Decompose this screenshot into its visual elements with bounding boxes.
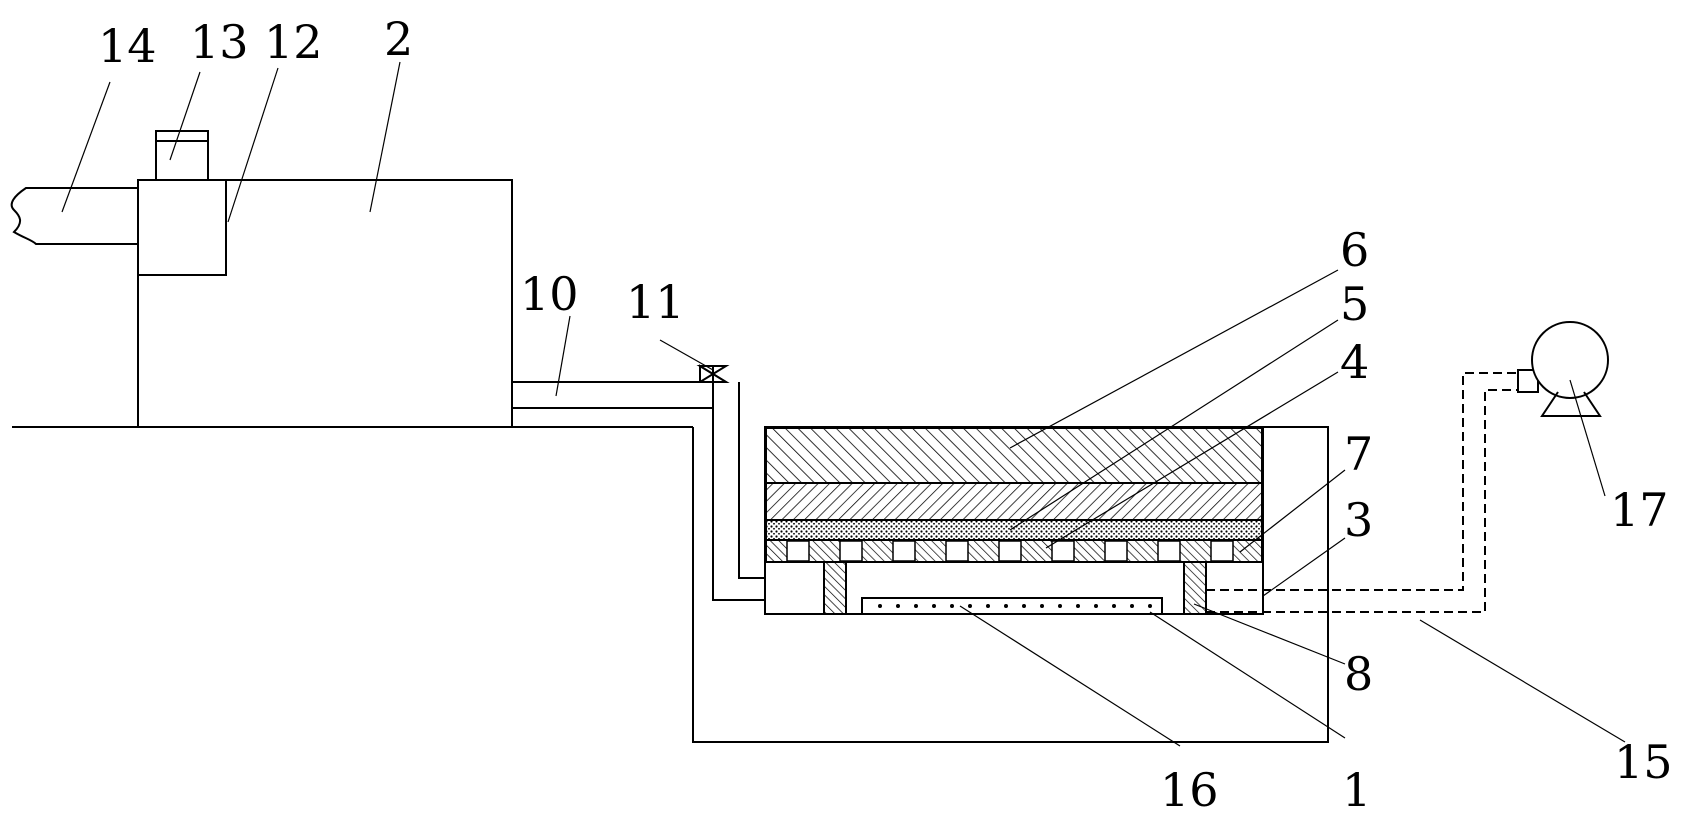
blower-17 [1531,321,1609,399]
label-12: 12 [264,15,323,69]
blower-base [1540,391,1602,417]
cap-13 [155,130,209,181]
filter-box-12 [137,179,227,276]
label-7: 7 [1344,427,1373,481]
layer-5 [765,482,1263,521]
tank-2 [137,179,513,428]
down-pipe-outer [712,382,765,601]
layer-4 [765,519,1263,541]
label-17: 17 [1610,483,1669,537]
aeration-pipe-16 [861,597,1163,615]
label-11: 11 [626,275,685,329]
label-1: 1 [1342,763,1371,814]
label-3: 3 [1344,493,1373,547]
label-2: 2 [384,12,413,66]
down-pipe-inner [738,382,765,579]
label-13: 13 [190,15,249,69]
label-5: 5 [1340,277,1369,331]
plate-holes [786,540,1234,562]
label-14: 14 [98,19,157,73]
label-16: 16 [1160,763,1219,814]
air-pipe-15-outer [1206,372,1518,591]
layer-6 [765,427,1263,484]
support-8 [1183,561,1207,615]
support-left [823,561,847,615]
aeration-holes [878,604,1152,608]
leader-lines [61,61,1626,747]
label-4: 4 [1340,335,1369,389]
pit-outline [692,426,1329,743]
label-10: 10 [520,267,579,321]
label-15: 15 [1614,735,1673,789]
label-6: 6 [1340,223,1369,277]
label-8: 8 [1344,647,1373,701]
inlet-pipe-14 [10,187,138,245]
